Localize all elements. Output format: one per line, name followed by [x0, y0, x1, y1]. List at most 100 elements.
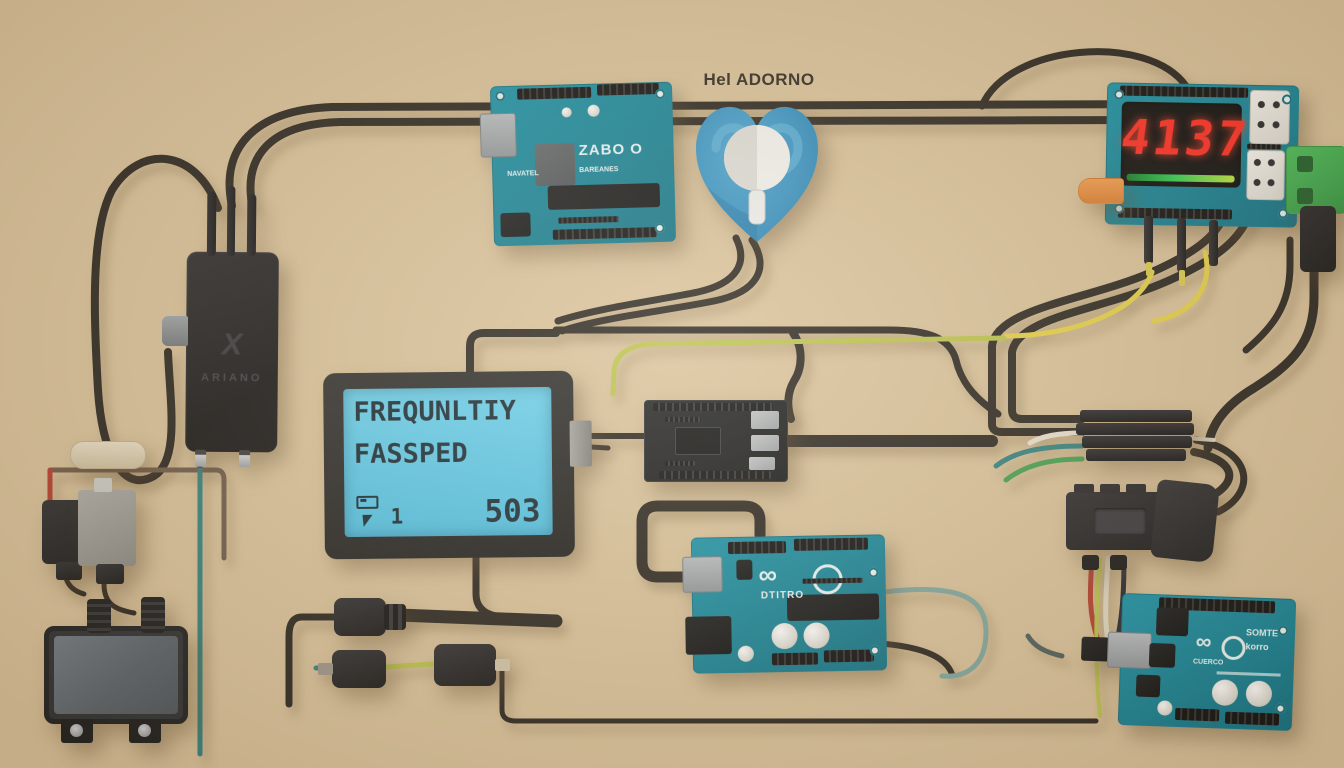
barrel-jack — [162, 316, 188, 346]
battery-icon — [356, 495, 379, 509]
chip — [749, 457, 775, 470]
wire-hook — [784, 329, 805, 423]
mounting-hole — [654, 222, 665, 234]
jumper-connector — [1076, 423, 1194, 435]
pin-header — [1117, 207, 1233, 220]
inline-connector-b — [318, 650, 386, 688]
adapter-brand: ARIANO — [201, 371, 263, 385]
pin-header — [659, 471, 771, 479]
antenna — [206, 191, 217, 256]
wire-terminal-cable — [1203, 211, 1319, 453]
wire-nub — [1110, 555, 1127, 570]
wire-teal-feed — [993, 443, 1085, 469]
wire-top-a — [225, 100, 1258, 423]
board-brand: DTITRO — [760, 589, 805, 602]
wire-nub — [1082, 555, 1099, 570]
pin-header — [1120, 85, 1249, 98]
capacitor — [771, 622, 798, 650]
wire-module-b — [101, 581, 137, 616]
capacitor — [561, 107, 572, 118]
flash-icon — [358, 514, 373, 527]
seven-segment-value: 4137 — [1117, 109, 1253, 168]
silkscreen-marks — [558, 216, 619, 224]
jumper-connector — [1086, 449, 1186, 461]
wire-plug-stub — [1025, 633, 1065, 659]
connector-tab — [96, 564, 124, 584]
socket-strip — [547, 183, 661, 210]
board-subtitle: CUERCO — [1192, 658, 1224, 667]
metal-tab — [94, 478, 112, 492]
lcd-line1: FREQUNLTIY — [353, 395, 517, 428]
seven-segment-display: 4137 — [1117, 101, 1253, 188]
pin-header — [653, 403, 773, 411]
inline-connector-a — [334, 598, 406, 636]
pin-header — [1174, 707, 1220, 722]
chip — [751, 411, 779, 429]
antenna — [226, 185, 236, 257]
wire-yellow-probe — [1003, 269, 1155, 339]
probe-tip — [1179, 270, 1185, 286]
board-subtitle: BAREANES — [579, 166, 619, 175]
adapter-rib — [1100, 484, 1120, 493]
board-brand: ZABO O — [578, 140, 644, 160]
board-logo: ∞ — [1195, 628, 1212, 655]
fuse-cylinder — [70, 441, 146, 469]
adapter-pin — [238, 450, 251, 468]
orange-connector — [1078, 178, 1124, 204]
dark-display-module — [44, 597, 188, 743]
pin-header — [552, 227, 657, 240]
wire-uno-curl-b — [883, 641, 955, 677]
uno-board-right: ∞ SOMTE korro CUERCO — [1080, 593, 1297, 731]
capacitor — [1157, 700, 1173, 716]
heart-pulse-sensor — [690, 96, 824, 248]
probe-wire — [1209, 220, 1218, 266]
mounting-hole — [868, 567, 879, 578]
usb-port — [479, 112, 517, 158]
jumper-connector-bundle — [1076, 410, 1198, 468]
pin-header — [517, 86, 592, 100]
usb-port — [1106, 631, 1152, 670]
wire-bottom-long — [499, 667, 1099, 724]
mcu-chip — [675, 427, 721, 455]
cable-stub — [141, 597, 165, 633]
wire-green-feed — [1003, 456, 1085, 483]
probe-wire — [1144, 216, 1153, 264]
pin-header — [1224, 711, 1280, 726]
pin-header — [793, 537, 869, 551]
power-adapter: X ARIANO — [185, 185, 279, 468]
capacitor — [803, 622, 830, 649]
relay-module-gray — [78, 478, 136, 584]
usb-programmer-adapter — [1066, 478, 1220, 570]
wire-tan-drop — [1103, 555, 1111, 645]
green-terminal-block — [1286, 146, 1344, 214]
wire-connA-elbow — [285, 613, 340, 708]
wire-right-2 — [1242, 236, 1294, 354]
mounting-hole — [495, 91, 506, 102]
lcd-screen: FREQUNLTIY FASSPED 1 503 — [343, 386, 553, 538]
lcd-line2: FASSPED — [353, 437, 468, 470]
capacitor — [1245, 680, 1273, 708]
heart-caption: Hel ADORNO — [703, 70, 815, 89]
wire-heart-stem-a — [558, 236, 764, 335]
wire-mid-horizontal — [552, 326, 1002, 418]
mounting-foot — [61, 719, 93, 743]
jumper-connector — [1080, 410, 1192, 422]
cable-stub — [87, 599, 111, 633]
uno-board-top: ZABO O BAREANES NAVATEL — [479, 81, 677, 247]
lcd-connector — [569, 420, 593, 467]
wire-brown-left — [49, 467, 227, 561]
mounting-hole — [1113, 89, 1125, 100]
power-jack — [685, 616, 732, 655]
adapter-window — [1094, 508, 1146, 534]
antenna — [246, 194, 257, 257]
pin-header — [823, 649, 875, 663]
mounting-hole — [1277, 625, 1289, 636]
wire-arc-display — [978, 48, 1190, 110]
logo-ring — [1221, 635, 1246, 661]
sensor-module — [1246, 149, 1286, 201]
mounting-hole — [869, 645, 880, 656]
connector-stub — [495, 659, 510, 671]
board-line1: SOMTE — [1245, 627, 1279, 639]
adapter-rib — [1074, 484, 1094, 493]
